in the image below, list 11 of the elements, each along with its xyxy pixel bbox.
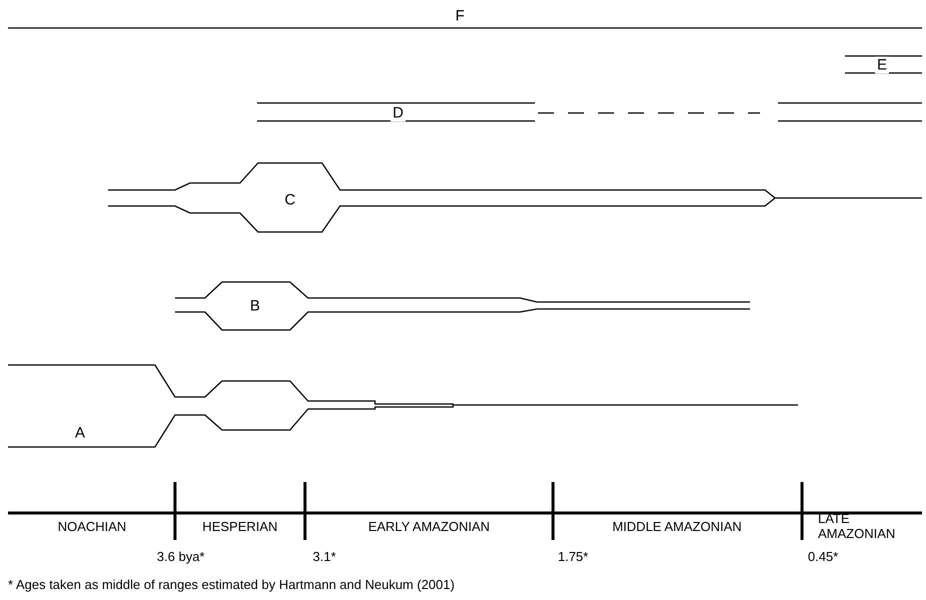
period-name: HESPERIAN xyxy=(202,519,278,534)
footnote: * Ages taken as middle of ranges estimated by Hartmann and Neukum (2001) xyxy=(8,577,455,592)
band-label: D xyxy=(390,104,406,122)
age-label: 0.45* xyxy=(808,549,838,564)
age-label: 3.6 bya* xyxy=(156,549,205,564)
age-label: 1.75* xyxy=(558,549,588,564)
band-label: E xyxy=(875,56,889,74)
period-name: EARLY AMAZONIAN xyxy=(368,519,490,534)
age-label: 3.1* xyxy=(312,549,336,564)
period-name: NOACHIAN xyxy=(58,519,126,534)
period-name: MIDDLE AMAZONIAN xyxy=(612,519,742,534)
